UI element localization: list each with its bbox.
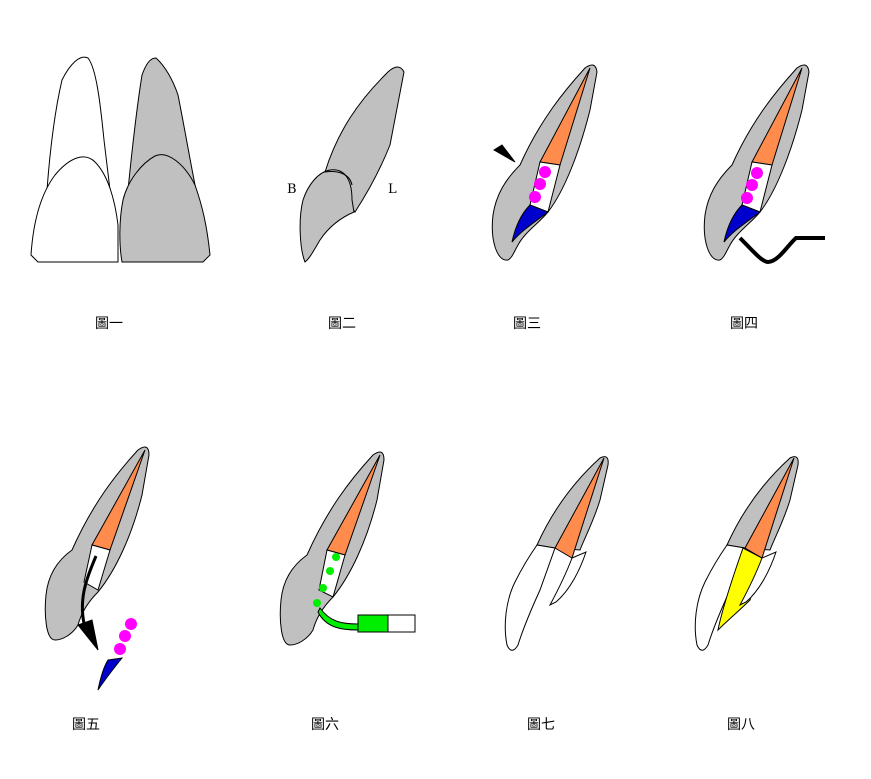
fig5-arrowhead-icon xyxy=(77,619,99,651)
figure-6 xyxy=(279,451,416,646)
fig1-white-crown xyxy=(30,156,119,263)
caption-figure-6: 圖六 xyxy=(311,717,339,733)
fig1-white-root xyxy=(46,56,111,191)
fig6-syringe-tip xyxy=(317,607,359,631)
fig7-root xyxy=(536,456,609,551)
figure-3 xyxy=(491,64,598,261)
figure-4 xyxy=(703,64,825,265)
fig5-blue-filling xyxy=(97,657,124,691)
figure-8 xyxy=(694,456,799,651)
fig6-green-dot xyxy=(332,553,340,561)
fig3-dot xyxy=(534,178,546,190)
fig7-pulp-canal xyxy=(554,457,605,559)
fig4-dot xyxy=(741,192,753,204)
fig3-dot xyxy=(529,191,541,203)
fig8-white-lingual xyxy=(738,551,777,607)
fig6-syringe-barrel xyxy=(357,614,389,633)
fig1-gray-crown xyxy=(119,154,211,263)
fig5-cavity xyxy=(83,544,111,591)
fig1-gray-root xyxy=(127,57,197,191)
fig2-crown xyxy=(299,169,355,263)
fig6-green-dot xyxy=(326,567,334,575)
fig2-label-buccal: B xyxy=(287,182,297,197)
fig7-white-crown xyxy=(504,544,556,651)
fig5-dot xyxy=(119,630,131,642)
figure-5 xyxy=(44,446,150,691)
caption-figure-8: 圖八 xyxy=(727,717,755,733)
figure-2: B L xyxy=(287,66,405,263)
fig5-dot xyxy=(125,618,137,630)
fig2-label-lingual: L xyxy=(388,182,397,197)
fig6-green-dot xyxy=(319,584,327,592)
fig4-instrument-icon xyxy=(738,236,825,265)
caption-figure-3: 圖三 xyxy=(513,316,541,332)
figure-7 xyxy=(504,456,609,651)
fig8-root xyxy=(726,456,799,551)
fig7-white-lingual xyxy=(548,551,587,607)
fig5-curved-arrow xyxy=(80,555,98,629)
fig8-yellow-filling xyxy=(717,547,763,632)
caption-figure-4: 圖四 xyxy=(730,316,758,332)
fig4-dot xyxy=(751,167,763,179)
fig4-dot xyxy=(746,179,758,191)
caption-figure-5: 圖五 xyxy=(72,717,100,733)
fig3-blue-filling xyxy=(511,204,550,243)
figure-1 xyxy=(30,56,211,263)
fig5-dot xyxy=(114,643,126,655)
fig2-cej-line xyxy=(324,171,353,186)
fig3-dot xyxy=(539,166,551,178)
fig6-green-dot xyxy=(313,599,321,607)
fig4-blue-filling xyxy=(723,204,762,243)
caption-figure-2: 圖二 xyxy=(328,316,356,332)
caption-figure-7: 圖七 xyxy=(527,717,555,733)
caption-figure-1: 圖一 xyxy=(95,316,123,332)
fig3-arrowhead-icon xyxy=(493,144,516,163)
fig6-syringe-plunger xyxy=(387,614,416,633)
fig8-white-crown xyxy=(694,544,746,651)
